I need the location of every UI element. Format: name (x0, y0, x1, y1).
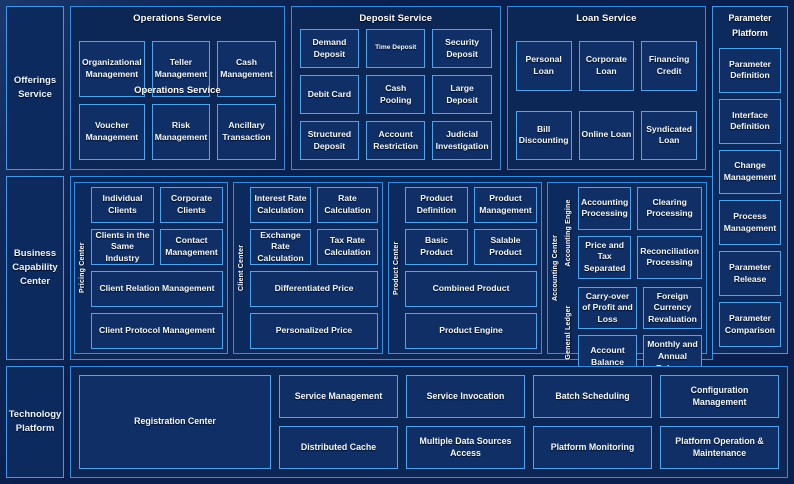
group-deposit-service: Deposit Service Demand Deposit Time Depo… (290, 6, 501, 170)
offerings-service-row: Offerings Service Operations Service Org… (6, 6, 788, 170)
center-client: Client Center Interest Rate Calculation … (233, 182, 383, 354)
business-capability-panel: Pricing Center Individual Clients Corpor… (70, 176, 713, 379)
tile-syndicated-loan[interactable]: Syndicated Loan (641, 110, 697, 160)
tile-grid-deposit-service: Demand Deposit Time Deposit Security Dep… (292, 29, 500, 169)
center-label-pricing: Pricing Center (79, 242, 86, 294)
technology-platform-row: Technology Platform Registration Center … (6, 366, 788, 478)
tile-security-deposit[interactable]: Security Deposit (432, 29, 492, 68)
center-pricing: Pricing Center Individual Clients Corpor… (74, 182, 228, 354)
tile-carry-over-of-profit-and-loss[interactable]: Carry-over of Profit and Loss (578, 286, 637, 330)
tile-registration-center[interactable]: Registration Center (79, 375, 271, 469)
tile-contact-management[interactable]: Contact Management (160, 229, 223, 265)
business-capability-row: Business Capability Center Pricing Cente… (6, 176, 788, 379)
tile-multiple-data-sources-access[interactable]: Multiple Data Sources Access (406, 426, 525, 469)
tile-grid-loan-service: Personal Loan Corporate Loan Financing C… (508, 29, 705, 169)
tile-corporate-clients[interactable]: Corporate Clients (160, 187, 223, 223)
tile-large-deposit[interactable]: Large Deposit (432, 75, 492, 114)
tile-grid-operations-service: Organizational Management Teller Managem… (71, 29, 284, 169)
tile-product-definition[interactable]: Product Definition (405, 187, 468, 223)
tile-price-and-tax-separated[interactable]: Price and Tax Separated (578, 235, 632, 279)
tile-process-management[interactable]: Process Management (719, 200, 781, 246)
tile-service-invocation[interactable]: Service Invocation (406, 375, 525, 418)
center-label-client: Client Center (238, 244, 245, 292)
subgroup-general-ledger: General Ledger Carry-over of Profit and … (563, 286, 702, 379)
tile-rate-calculation[interactable]: Rate Calculation (317, 187, 378, 223)
tile-grid-accounting-engine: Accounting Processing Clearing Processin… (578, 187, 702, 279)
tile-parameter-release[interactable]: Parameter Release (719, 251, 781, 297)
tile-account-restriction[interactable]: Account Restriction (366, 121, 426, 160)
tile-personal-loan[interactable]: Personal Loan (515, 41, 572, 91)
subgroup-accounting-engine: Accounting Engine Accounting Processing … (563, 187, 702, 279)
center-label-product: Product Center (393, 241, 400, 295)
tile-cash-pooling[interactable]: Cash Pooling (366, 75, 426, 114)
layer-label-business-capability-center: Business Capability Center (6, 176, 64, 360)
tile-grid-client-center: Interest Rate Calculation Rate Calculati… (250, 187, 378, 349)
tile-ancillary-transaction[interactable]: Ancillary Transaction (217, 104, 276, 160)
tile-grid-technology-platform: Service Management Service Invocation Ba… (279, 375, 779, 469)
tile-personalized-price[interactable]: Personalized Price (250, 313, 378, 349)
tile-product-engine[interactable]: Product Engine (405, 313, 537, 349)
tile-change-management[interactable]: Change Management (719, 149, 781, 195)
group-operations-service: Operations Service Organizational Manage… (70, 6, 285, 170)
tile-distributed-cache[interactable]: Distributed Cache (279, 426, 398, 469)
tile-bill-discounting[interactable]: Bill Discounting (515, 110, 572, 160)
tile-clearing-processing[interactable]: Clearing Processing (637, 187, 702, 230)
tile-foreign-currency-revaluation[interactable]: Foreign Currency Revaluation (643, 286, 702, 330)
tile-product-management[interactable]: Product Management (474, 187, 537, 223)
tile-interest-rate-calculation[interactable]: Interest Rate Calculation (250, 187, 311, 223)
tile-parameter-comparison[interactable]: Parameter Comparison (719, 302, 781, 347)
tile-differentiated-price[interactable]: Differentiated Price (250, 271, 378, 307)
accounting-subgroups: Accounting Engine Accounting Processing … (563, 187, 702, 379)
tile-accounting-processing[interactable]: Accounting Processing (578, 187, 632, 230)
tile-grid-pricing-center: Individual Clients Corporate Clients Cli… (91, 187, 223, 349)
group-title-deposit-service: Deposit Service (359, 13, 433, 24)
tile-debit-card[interactable]: Debit Card (299, 75, 360, 114)
center-label-accounting: Accounting Center (552, 235, 559, 302)
tile-corporate-loan[interactable]: Corporate Loan (578, 41, 635, 91)
tile-salable-product[interactable]: Salable Product (474, 229, 537, 265)
tile-tax-rate-calculation[interactable]: Tax Rate Calculation (317, 229, 378, 265)
center-accounting: Accounting Center Accounting Engine Acco… (547, 182, 707, 379)
group-title-loan-service: Loan Service (576, 13, 637, 24)
tile-organizational-management[interactable]: Organizational Management (79, 41, 145, 97)
tile-judicial-investigation[interactable]: Judicial Investigation (432, 121, 492, 160)
tile-batch-scheduling[interactable]: Batch Scheduling (533, 375, 652, 418)
tile-basic-product[interactable]: Basic Product (405, 229, 468, 265)
tile-configuration-management[interactable]: Configuration Management (660, 375, 779, 418)
tile-client-relation-management[interactable]: Client Relation Management (91, 271, 223, 307)
tile-client-protocol-management[interactable]: Client Protocol Management (91, 313, 223, 349)
tile-exchange-rate-calculation[interactable]: Exchange Rate Calculation (250, 229, 311, 265)
tile-platform-operation-and-maintenance[interactable]: Platform Operation & Maintenance (660, 426, 779, 469)
group-loan-service: Loan Service Personal Loan Corporate Loa… (506, 6, 706, 170)
tile-individual-clients[interactable]: Individual Clients (91, 187, 154, 223)
tile-risk-management[interactable]: Risk Management (151, 104, 211, 160)
tile-service-management[interactable]: Service Management (279, 375, 398, 418)
subgroup-label-general-ledger: General Ledger (565, 305, 572, 360)
tile-platform-monitoring[interactable]: Platform Monitoring (533, 426, 652, 469)
technology-platform-panel: Registration Center Service Management S… (70, 366, 788, 478)
parameter-platform-title: Parameter Platform (728, 13, 772, 38)
tile-time-deposit[interactable]: Time Deposit (366, 29, 426, 68)
tile-grid-product-center: Product Definition Product Management Ba… (405, 187, 537, 349)
tile-reconciliation-processing[interactable]: Reconciliation Processing (637, 235, 702, 279)
layer-label-technology-platform: Technology Platform (6, 366, 64, 478)
tile-clients-in-the-same-industry[interactable]: Clients in the Same Industry (91, 229, 154, 265)
tile-voucher-management[interactable]: Voucher Management (79, 104, 145, 160)
tile-financing-credit[interactable]: Financing Credit (641, 41, 697, 91)
tile-online-loan[interactable]: Online Loan (578, 110, 635, 160)
tile-teller-management[interactable]: Teller Management (151, 41, 211, 97)
tile-demand-deposit[interactable]: Demand Deposit (299, 29, 360, 68)
center-product: Product Center Product Definition Produc… (388, 182, 542, 354)
parameter-platform-panel: Parameter Platform Parameter Definition … (712, 6, 788, 354)
tile-grid-general-ledger: Carry-over of Profit and Loss Foreign Cu… (578, 286, 702, 379)
tile-structured-deposit[interactable]: Structured Deposit (299, 121, 360, 160)
tile-interface-definition[interactable]: Interface Definition (719, 98, 781, 144)
tile-parameter-definition[interactable]: Parameter Definition (719, 47, 781, 93)
layer-label-offerings-service: Offerings Service (6, 6, 64, 170)
subgroup-label-accounting-engine: Accounting Engine (565, 199, 572, 267)
tile-combined-product[interactable]: Combined Product (405, 271, 537, 307)
tile-cash-management[interactable]: Cash Management (217, 41, 276, 97)
group-title-operations-service: Operations Service (133, 13, 222, 24)
